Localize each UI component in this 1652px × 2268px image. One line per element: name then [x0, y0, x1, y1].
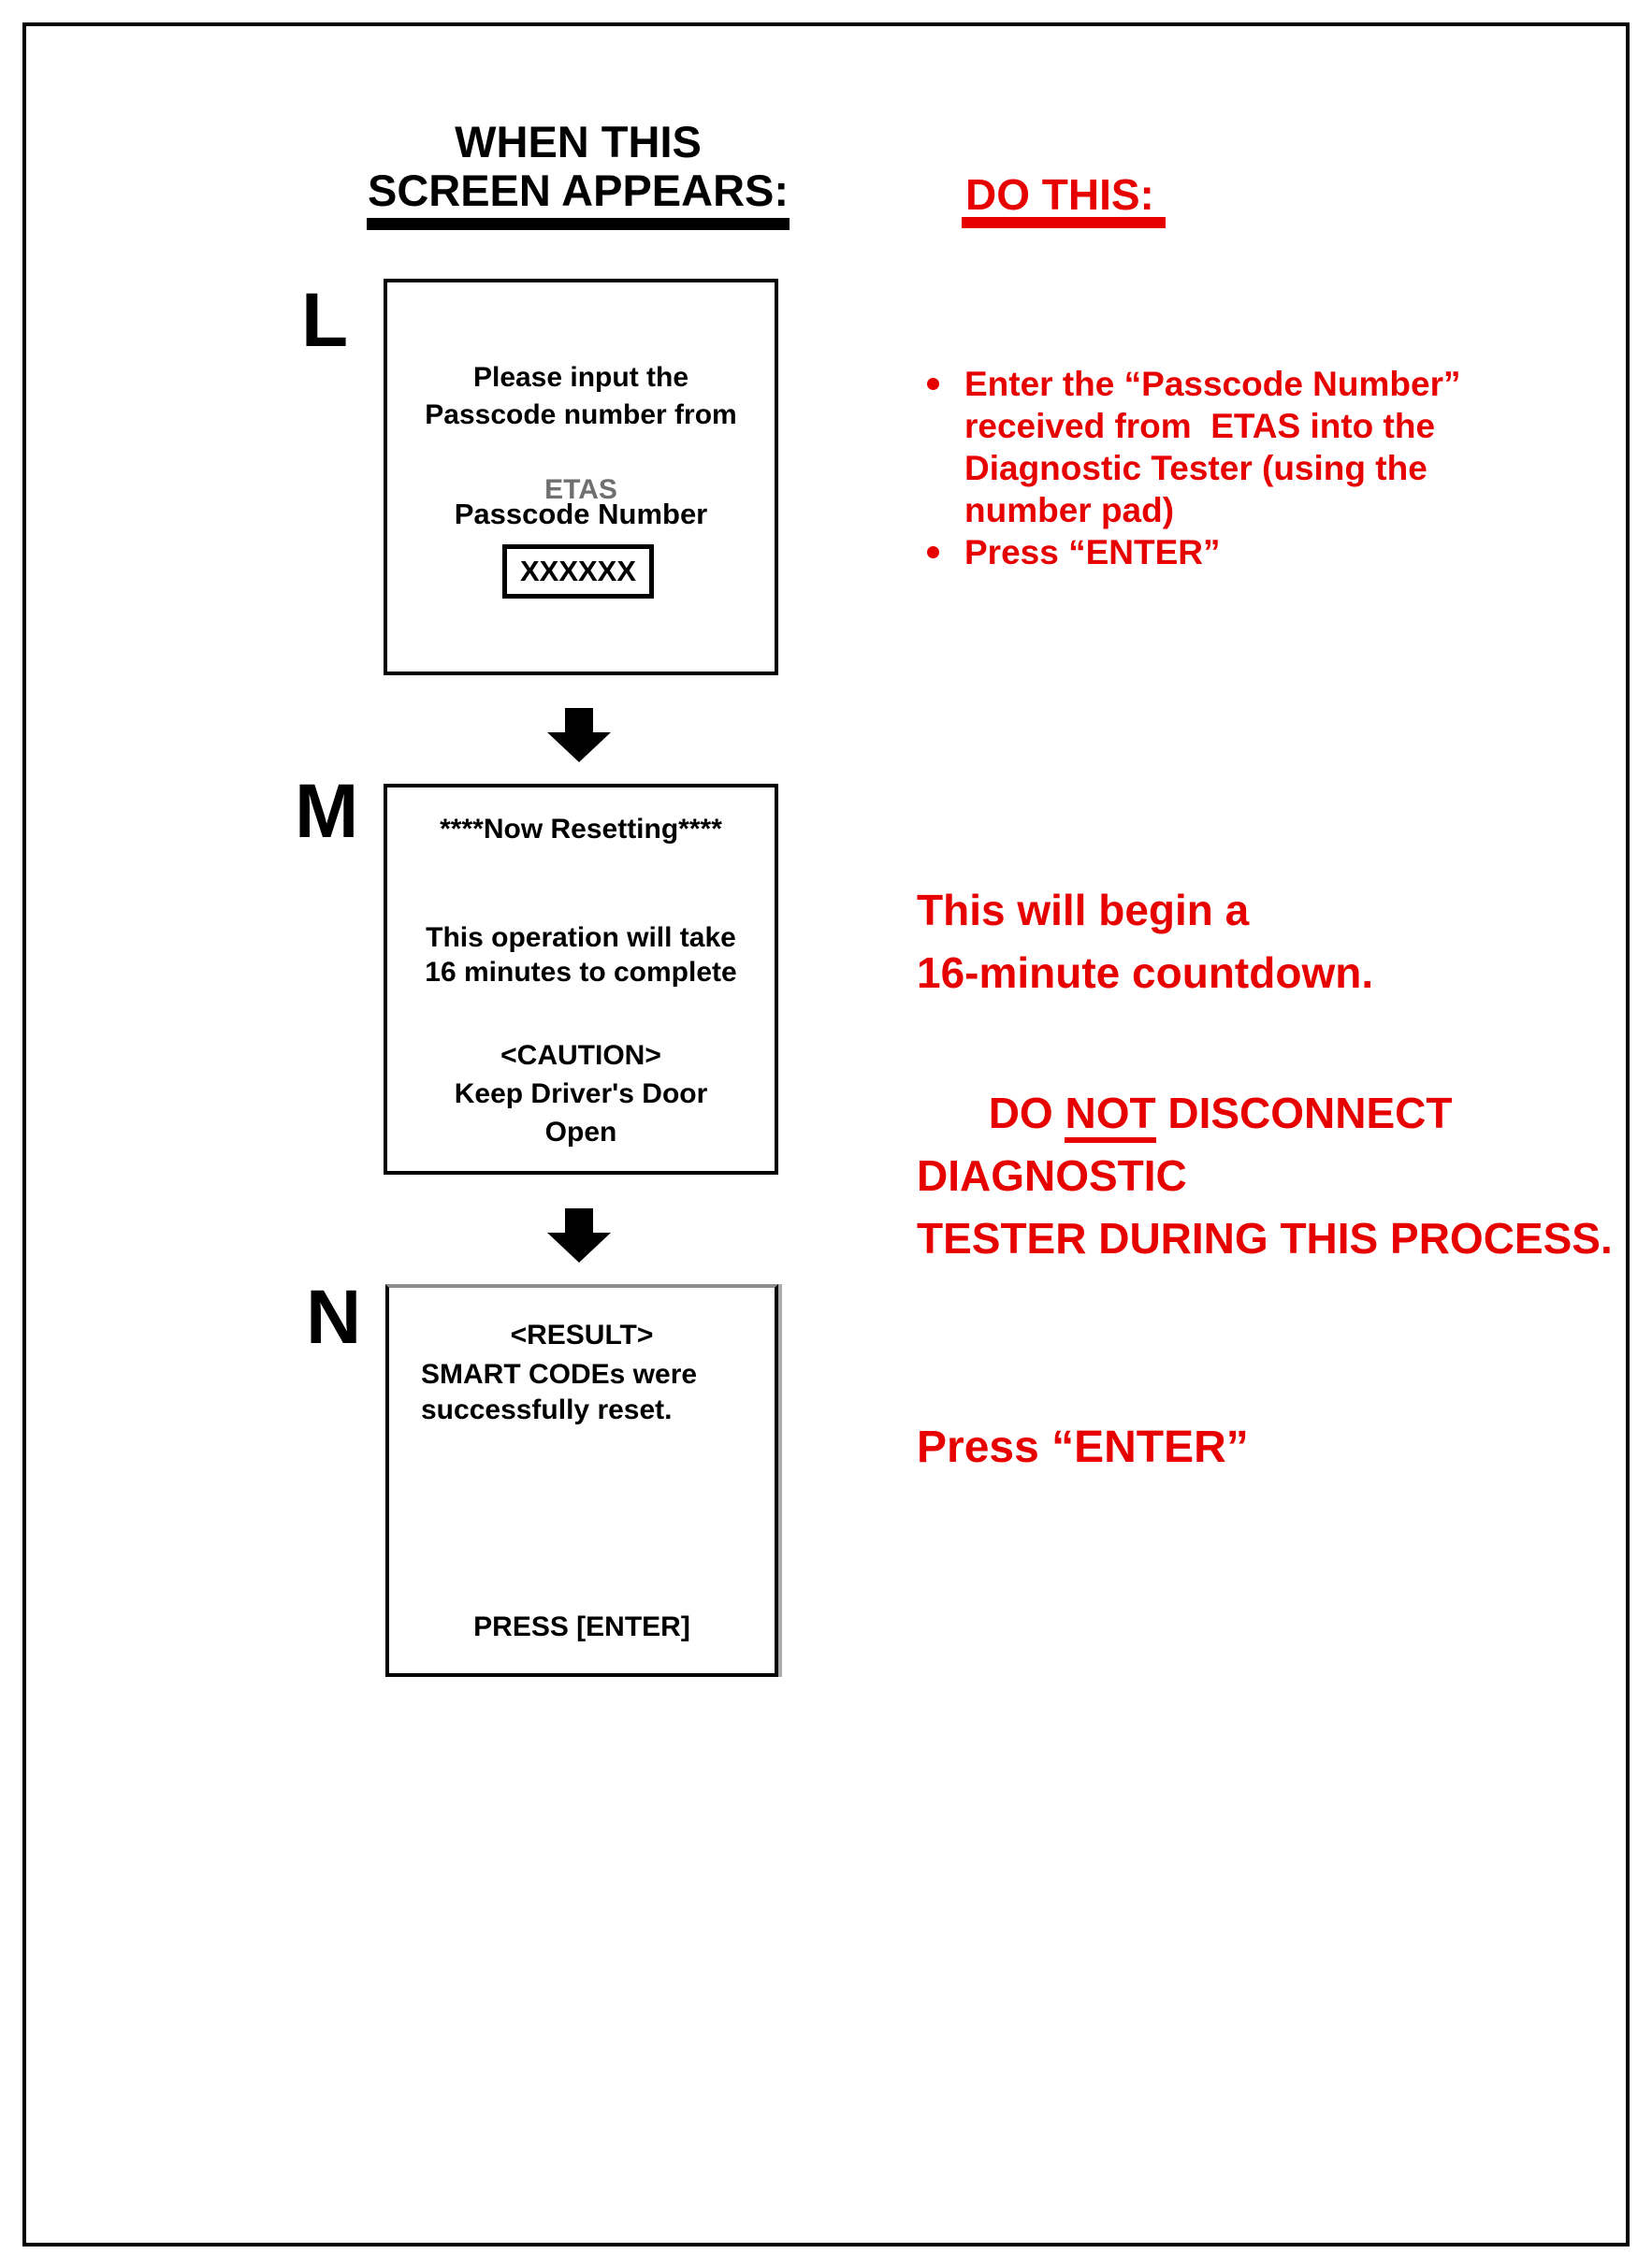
- down-arrow-icon: [547, 1208, 611, 1263]
- screen-l-etas-text: ETAS: [544, 474, 617, 505]
- warning-note: DO NOT DISCONNECT DIAGNOSTIC TESTER DURI…: [917, 1019, 1652, 1333]
- screen-m-body: This operation will take 16 minutes to c…: [425, 922, 737, 988]
- warning-not-underlined: NOT: [1065, 1089, 1156, 1143]
- screen-m-now-resetting: ****Now Resetting**** This operation wil…: [384, 784, 778, 1175]
- bullet-icon: [927, 546, 939, 558]
- column-header-do-this: DO THIS:: [965, 170, 1154, 219]
- instruction-bullet: Press “ENTER”: [921, 531, 1460, 573]
- passcode-input-field: XXXXXX: [502, 544, 654, 599]
- down-arrow-icon: [547, 708, 611, 762]
- header-underline-red: [962, 217, 1166, 228]
- instruction-bullet: Enter the “Passcode Number” received fro…: [921, 363, 1460, 531]
- column-header-screens: WHEN THIS SCREEN APPEARS:: [367, 117, 790, 215]
- countdown-note: This will begin a 16-minute countdown.: [917, 886, 1374, 997]
- screen-n-body: SMART CODEs were successfully reset.: [421, 1359, 698, 1425]
- step-label-m: M: [295, 769, 359, 854]
- screen-l-intro: Please input the Passcode number from ET…: [387, 322, 775, 509]
- screen-m-title: ****Now Resetting****: [440, 814, 722, 845]
- passcode-field-label: Passcode Number: [454, 498, 708, 530]
- step-label-n: N: [306, 1275, 362, 1360]
- screen-n-press-enter: PRESS [ENTER]: [473, 1611, 690, 1642]
- screen-m-caution: <CAUTION> Keep Driver's Door Open: [454, 1040, 708, 1148]
- screen-n-title: <RESULT>: [510, 1320, 654, 1351]
- bullet-text: Press “ENTER”: [964, 533, 1221, 571]
- bullet-text: Enter the “Passcode Number” received fro…: [964, 365, 1461, 529]
- instructions-step-l: Enter the “Passcode Number” received fro…: [921, 363, 1460, 573]
- bullet-icon: [927, 378, 939, 390]
- screen-l-passcode: Please input the Passcode number from ET…: [384, 279, 778, 675]
- step-label-l: L: [301, 278, 349, 363]
- warning-prefix: DO: [988, 1089, 1065, 1137]
- instructions-step-n: Press “ENTER”: [917, 1423, 1249, 1472]
- header-underline-black: [367, 218, 790, 230]
- screen-l-intro-text: Please input the Passcode number from: [425, 362, 737, 430]
- screen-n-result: <RESULT> SMART CODEs were successfully r…: [385, 1284, 778, 1677]
- instructions-step-m: This will begin a 16-minute countdown. D…: [917, 879, 1652, 1333]
- warning-suffix: DISCONNECT DIAGNOSTIC TESTER DURING THIS…: [917, 1089, 1613, 1263]
- page-border: [22, 22, 1630, 2246]
